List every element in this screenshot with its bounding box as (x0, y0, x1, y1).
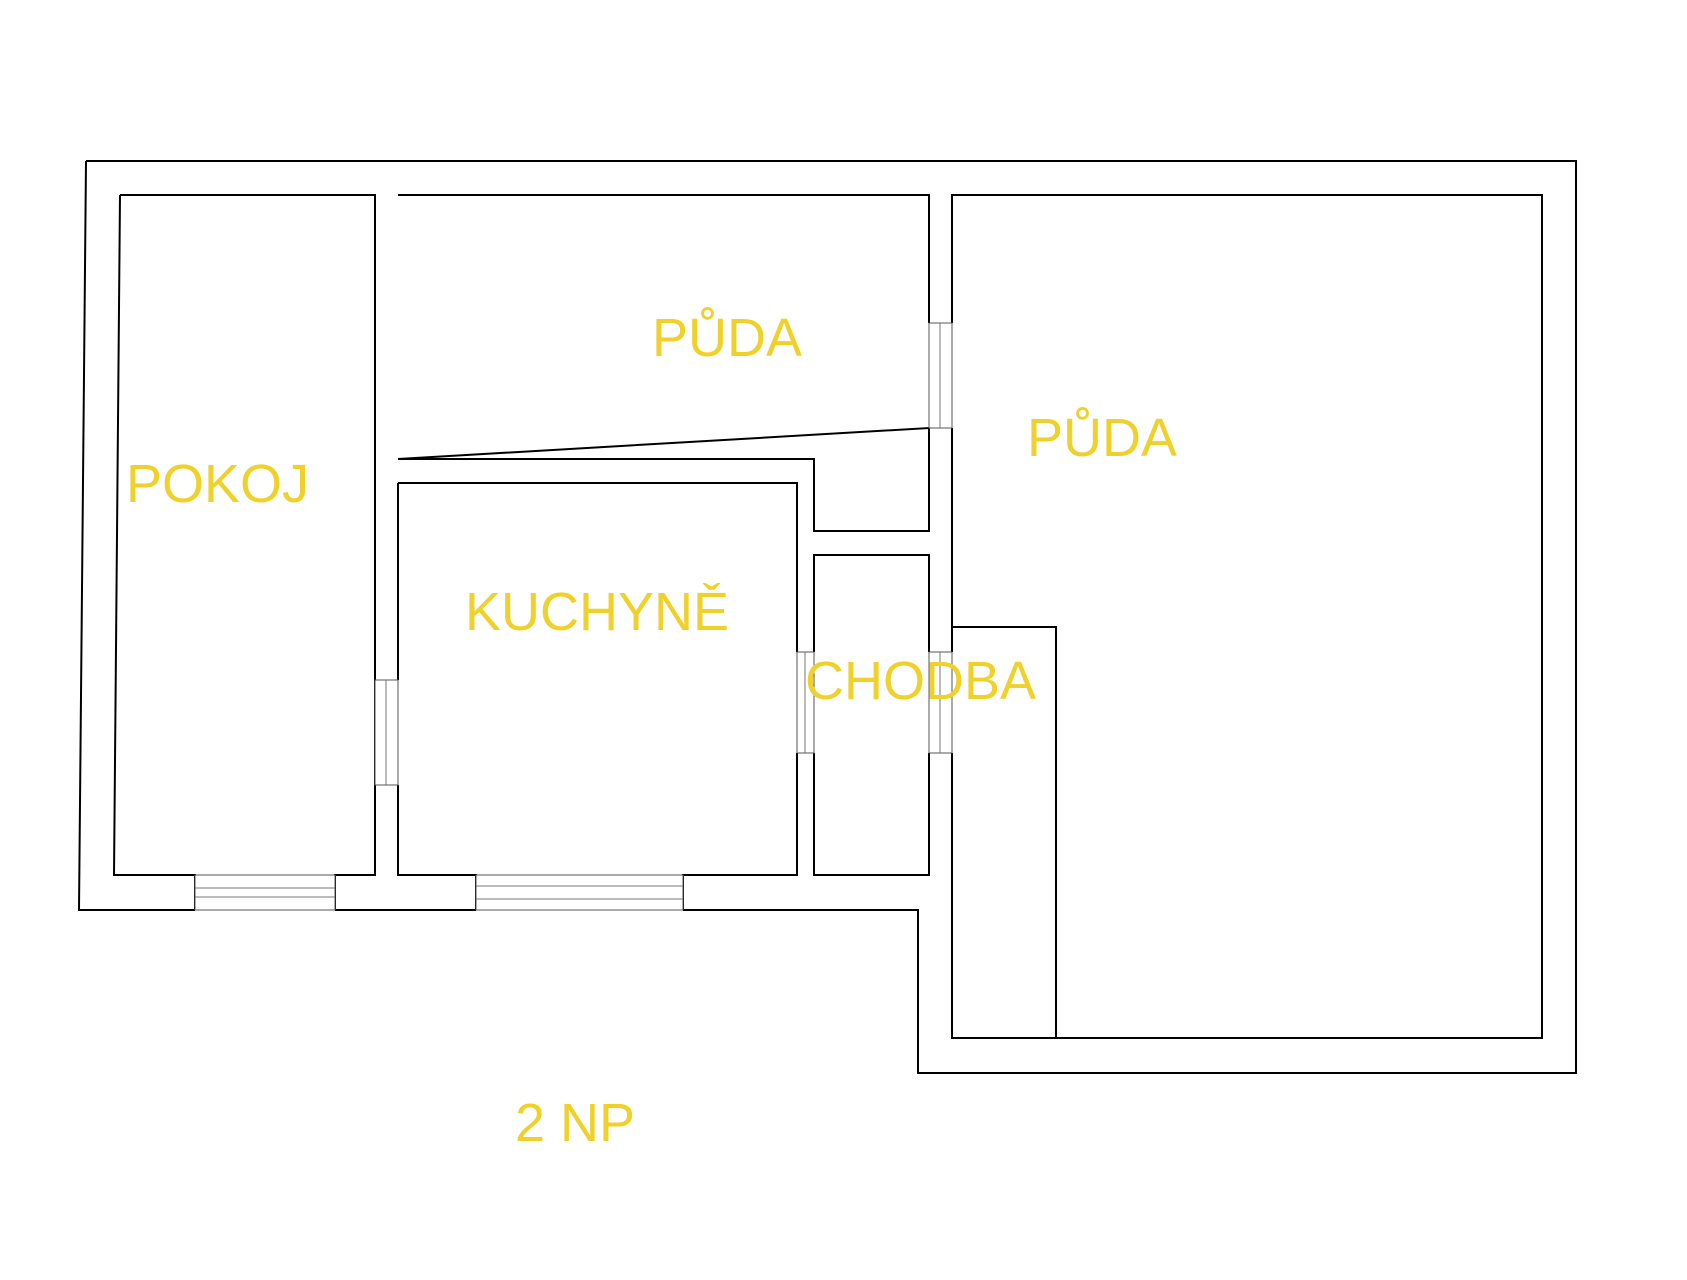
window-pokoj (194, 874, 336, 911)
room-label-puda-2: PŮDA (1027, 408, 1178, 468)
floor-label: 2 NP (515, 1093, 636, 1153)
door-pokoj-kuchyne (374, 679, 399, 786)
puda-2-walls (951, 194, 1543, 1039)
room-label-chodba: CHODBA (805, 651, 1037, 711)
kuchyne-walls (374, 482, 798, 910)
door-chodba-puda (928, 651, 953, 754)
room-label-pokoj: POKOJ (126, 454, 310, 514)
chodba-walls (813, 554, 930, 876)
door-puda-puda (928, 322, 953, 429)
outer-wall (77, 160, 1577, 1074)
pokoj-walls (112, 194, 376, 910)
puda-1-walls (397, 194, 930, 532)
room-label-kuchyne: KUCHYNĚ (465, 582, 730, 642)
window-kuchyne (475, 874, 684, 911)
door-kuchyne-chodba (796, 651, 815, 754)
room-label-puda-1: PŮDA (652, 308, 803, 368)
